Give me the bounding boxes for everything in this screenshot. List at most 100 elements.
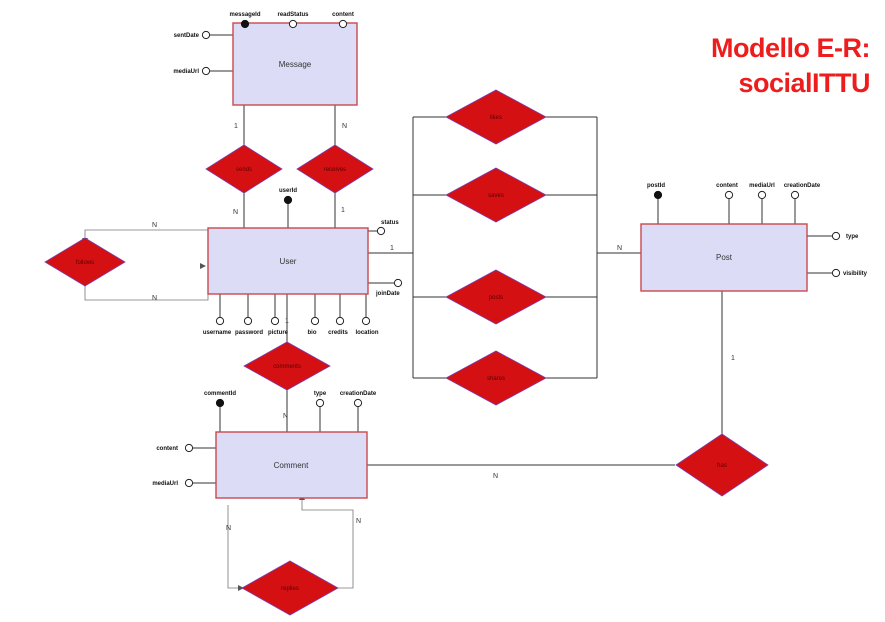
card-sends-message: 1 bbox=[234, 123, 238, 130]
attr-user-bio-marker bbox=[310, 316, 320, 326]
relationship-saves[interactable]: saves bbox=[445, 167, 547, 223]
relationship-likes[interactable]: likes bbox=[445, 89, 547, 145]
card-receives-message: N bbox=[342, 123, 347, 130]
attr-user-picture-marker bbox=[270, 316, 280, 326]
attr-message-content-marker bbox=[338, 19, 348, 29]
card-comment-has: N bbox=[493, 473, 498, 480]
relationship-shares-label: shares bbox=[487, 376, 505, 382]
relationship-posts[interactable]: posts bbox=[445, 269, 547, 325]
entity-post[interactable]: Post bbox=[640, 223, 808, 292]
card-replies-left: N bbox=[226, 525, 231, 532]
attr-comment-mediaUrl-marker bbox=[184, 478, 194, 488]
card-receives-user: 1 bbox=[341, 207, 345, 214]
relationship-sends-label: sends bbox=[236, 167, 252, 173]
attr-message-sentDate: sentDate bbox=[174, 33, 200, 39]
relationship-shares[interactable]: shares bbox=[445, 350, 547, 406]
entity-post-label: Post bbox=[716, 253, 733, 262]
connector-follows-top bbox=[84, 229, 208, 240]
attr-post-mediaUrl-marker bbox=[757, 190, 767, 200]
relationship-follows-label: follows bbox=[76, 260, 94, 266]
attr-comment-mediaUrl: mediaUrl bbox=[152, 481, 178, 487]
attr-user-userId: userId bbox=[279, 188, 297, 194]
attr-message-messageId-key-marker bbox=[240, 19, 250, 29]
attr-user-picture: picture bbox=[268, 330, 289, 336]
attr-post-visibility: visibility bbox=[843, 271, 868, 277]
card-replies-right: N bbox=[356, 518, 361, 525]
attr-user-credits: credits bbox=[328, 330, 348, 336]
relationship-receives-label: receives bbox=[324, 167, 346, 173]
connector-replies-left bbox=[227, 505, 243, 589]
attr-post-mediaUrl: mediaUrl bbox=[749, 183, 775, 189]
card-comment-comments: N bbox=[283, 413, 288, 420]
attr-comment-content-marker bbox=[184, 443, 194, 453]
attr-comment-commentId: commentId bbox=[204, 391, 236, 397]
attr-comment-creationDate-marker bbox=[353, 398, 363, 408]
entity-comment-label: Comment bbox=[274, 461, 309, 470]
card-follows-bottom: N bbox=[152, 295, 157, 302]
cardinality-labels: 1 N N 1 N N 1 N 1 N N 1 N N bbox=[152, 123, 735, 532]
attr-post-creationDate-marker bbox=[790, 190, 800, 200]
card-post-bus: N bbox=[617, 245, 622, 252]
attr-post-content-marker bbox=[724, 190, 734, 200]
card-user-bus: 1 bbox=[390, 245, 394, 252]
card-sends-user: N bbox=[233, 209, 238, 216]
attr-message-content: content bbox=[332, 12, 354, 18]
card-follows-top: N bbox=[152, 222, 157, 229]
attr-user-joinDate-marker bbox=[393, 278, 403, 288]
attr-post-type: type bbox=[846, 234, 859, 240]
relationship-has[interactable]: has bbox=[675, 433, 769, 497]
attribute-markers bbox=[184, 19, 841, 488]
attr-post-type-marker bbox=[831, 231, 841, 241]
relationship-posts-label: posts bbox=[489, 295, 503, 301]
attr-user-location: location bbox=[355, 330, 378, 336]
attr-user-username-marker bbox=[215, 316, 225, 326]
entity-comment[interactable]: Comment bbox=[215, 431, 368, 499]
relationship-has-label: has bbox=[717, 463, 727, 469]
attr-user-credits-marker bbox=[335, 316, 345, 326]
attr-comment-type: type bbox=[314, 391, 327, 397]
entity-user-label: User bbox=[280, 257, 297, 266]
attr-user-bio: bio bbox=[308, 330, 317, 336]
relationship-replies[interactable]: replies bbox=[241, 560, 339, 616]
arrowhead-follows-side bbox=[200, 263, 206, 269]
relationship-sends[interactable]: sends bbox=[205, 144, 283, 194]
relationship-comments[interactable]: comments bbox=[243, 341, 331, 391]
relationship-follows[interactable]: follows bbox=[44, 237, 126, 287]
attr-post-visibility-marker bbox=[831, 268, 841, 278]
attr-user-status-marker bbox=[376, 226, 386, 236]
attr-user-status: status bbox=[381, 220, 399, 226]
entity-user[interactable]: User bbox=[207, 227, 369, 295]
attr-user-password: password bbox=[235, 330, 263, 336]
entity-message-label: Message bbox=[279, 60, 312, 69]
attr-message-mediaUrl: mediaUrl bbox=[173, 69, 199, 75]
attr-post-postId-key-marker bbox=[653, 190, 663, 200]
attr-message-readStatus-marker bbox=[288, 19, 298, 29]
entity-message[interactable]: Message bbox=[232, 22, 358, 106]
card-post-has: 1 bbox=[731, 355, 735, 362]
attr-post-postId: postId bbox=[647, 183, 665, 189]
diagram-title-line2: socialITTU bbox=[738, 68, 870, 98]
attr-post-content: content bbox=[716, 183, 738, 189]
attr-user-location-marker bbox=[361, 316, 371, 326]
relationship-comments-label: comments bbox=[273, 364, 301, 370]
attr-comment-content: content bbox=[156, 446, 178, 452]
attr-user-password-marker bbox=[243, 316, 253, 326]
attr-user-joinDate: joinDate bbox=[375, 291, 400, 297]
attr-comment-commentId-key-marker bbox=[215, 398, 225, 408]
card-user-comments: 1 bbox=[285, 318, 289, 325]
attribute-labels: messageId readStatus content sentDate me… bbox=[152, 12, 867, 487]
attr-post-creationDate: creationDate bbox=[784, 183, 821, 189]
attr-message-mediaUrl-marker bbox=[201, 66, 211, 76]
relationship-replies-label: replies bbox=[281, 586, 299, 592]
attr-message-sentDate-marker bbox=[201, 30, 211, 40]
attr-comment-creationDate: creationDate bbox=[340, 391, 377, 397]
attr-message-messageId: messageId bbox=[229, 12, 260, 18]
attr-user-username: username bbox=[203, 330, 232, 336]
diagram-title-line1: Modello E-R: bbox=[711, 33, 870, 63]
connector-replies-right bbox=[301, 498, 354, 589]
attr-comment-type-marker bbox=[315, 398, 325, 408]
attr-message-readStatus: readStatus bbox=[277, 12, 309, 18]
relationship-receives[interactable]: receives bbox=[296, 144, 374, 194]
